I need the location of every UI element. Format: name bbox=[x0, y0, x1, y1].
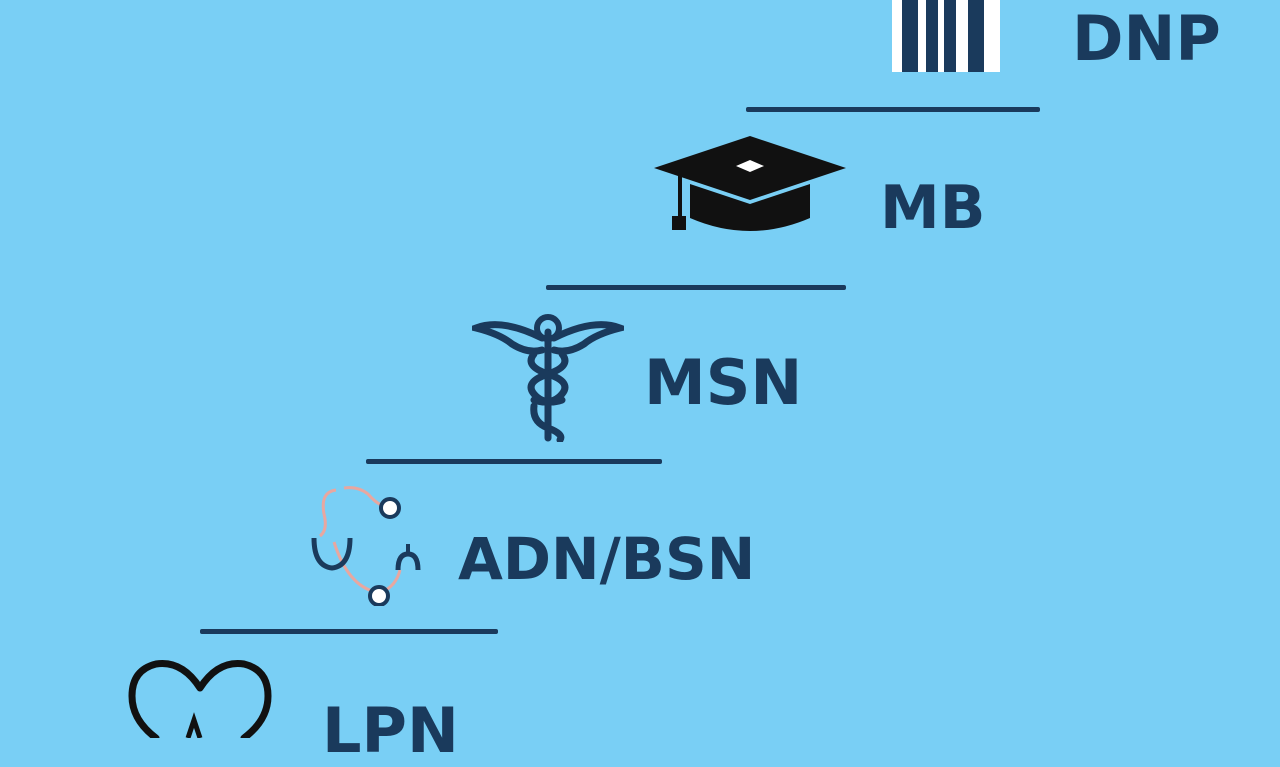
graduation-cap-icon bbox=[654, 136, 846, 231]
step-line-dnp bbox=[746, 107, 1040, 112]
columns-icon bbox=[892, 0, 1000, 72]
heart-pulse-icon bbox=[128, 660, 272, 738]
step-line-mb bbox=[546, 285, 846, 290]
step-label-mb: MB bbox=[880, 173, 986, 243]
nursing-career-ladder: DNP MB MSN ADN/BSN bbox=[128, 0, 1221, 762]
step-label-lpn: LPN bbox=[322, 694, 459, 767]
step-line-adn-bsn bbox=[200, 629, 498, 634]
caduceus-icon bbox=[472, 314, 624, 442]
step-label-msn: MSN bbox=[644, 346, 803, 419]
stethoscope-icon bbox=[311, 486, 421, 606]
step-label-adn-bsn: ADN/BSN bbox=[458, 525, 756, 593]
step-label-dnp: DNP bbox=[1072, 2, 1221, 75]
step-line-msn bbox=[366, 459, 662, 464]
